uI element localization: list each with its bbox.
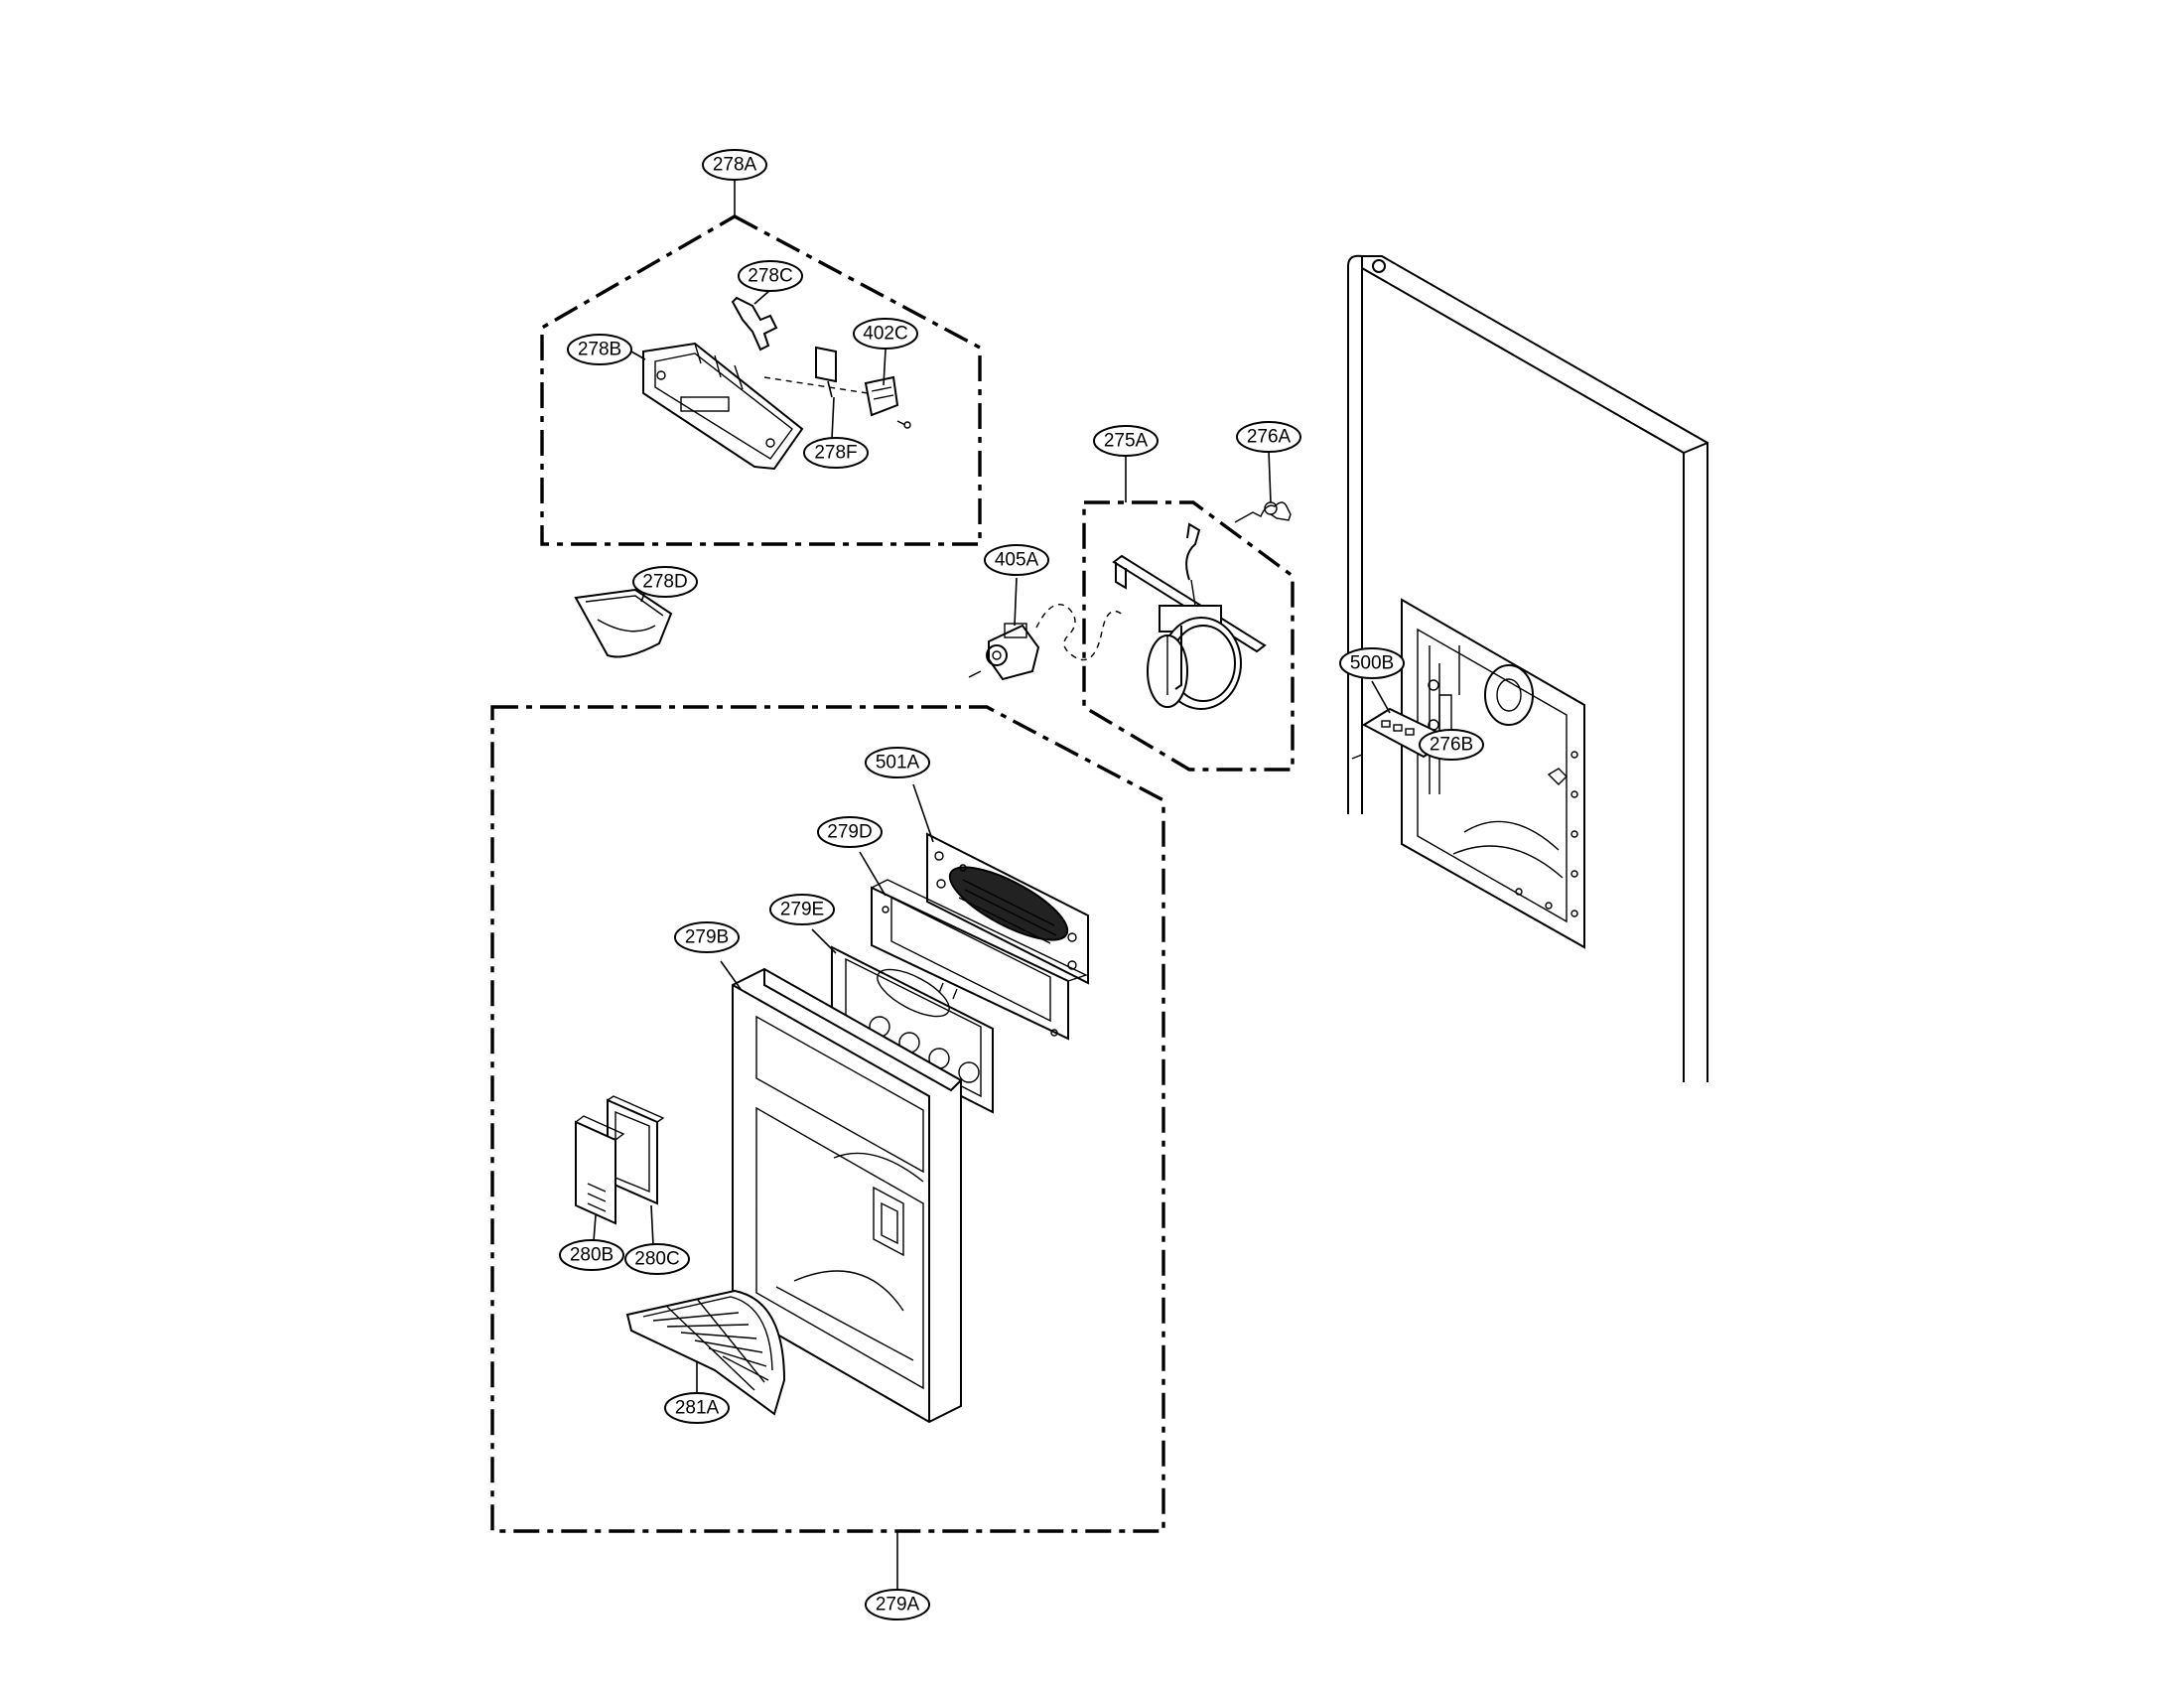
refrigerator-door: [1347, 254, 1708, 1082]
callout-281A: 281A: [664, 1392, 730, 1424]
callout-276B-text: 276B: [1430, 735, 1473, 756]
part-276A-spring: [1234, 501, 1292, 523]
callout-280C-text: 280C: [634, 1249, 679, 1270]
callout-405A-text: 405A: [995, 550, 1039, 571]
callout-278B: 278B: [567, 334, 632, 365]
callout-500B: 500B: [1339, 647, 1405, 679]
callout-279E-text: 279E: [780, 900, 824, 920]
part-279E-gasket: [831, 945, 994, 1114]
callout-276A-text: 276A: [1247, 427, 1292, 448]
part-278D-chute: [574, 588, 673, 658]
callout-281A-text: 281A: [675, 1398, 720, 1419]
part-278F-plate: [815, 346, 837, 383]
callout-279B: 279B: [674, 921, 740, 953]
callout-279B-text: 279B: [685, 927, 729, 948]
group-279A-boundary: [490, 705, 1165, 1533]
alignment-dashed-line: [763, 376, 869, 394]
part-279D-frame: [871, 879, 1088, 1041]
callout-501A-text: 501A: [876, 753, 920, 774]
callout-279A-text: 279A: [876, 1595, 920, 1616]
callout-279D: 279D: [817, 816, 883, 848]
leader-lines: [593, 179, 1452, 1589]
part-280B-paddle: [575, 1115, 625, 1225]
callout-278A-text: 278A: [713, 155, 757, 176]
callout-280B: 280B: [559, 1239, 624, 1271]
callout-280B-text: 280B: [570, 1245, 614, 1266]
callout-275A: 275A: [1093, 425, 1159, 457]
part-278C-lever: [731, 296, 778, 352]
callout-280C: 280C: [624, 1243, 690, 1275]
callout-278F-text: 278F: [814, 443, 857, 464]
part-405A-solenoid: [968, 604, 1125, 681]
callout-278D-text: 278D: [642, 572, 687, 593]
callout-276B: 276B: [1419, 729, 1484, 761]
callout-278C: 278C: [738, 260, 803, 292]
callout-278D: 278D: [632, 566, 698, 598]
callout-278B-text: 278B: [578, 340, 621, 360]
group-275A-boundary: [1082, 500, 1295, 772]
callout-278F: 278F: [803, 437, 869, 469]
callout-279E: 279E: [769, 894, 835, 925]
part-501A-panel: [926, 832, 1089, 985]
part-402C-switch: [864, 375, 911, 429]
dispenser-recess: [1401, 598, 1585, 949]
callout-276A: 276A: [1236, 421, 1301, 453]
part-278B-housing: [642, 342, 804, 471]
part-275A-motor-assembly: [1112, 522, 1267, 710]
callout-279A: 279A: [865, 1589, 930, 1620]
callout-278C-text: 278C: [748, 266, 792, 287]
part-281A-drip-tray: [625, 1289, 786, 1416]
callout-500B-text: 500B: [1350, 653, 1394, 674]
callout-405A: 405A: [984, 544, 1049, 576]
callout-402C-text: 402C: [863, 324, 907, 345]
callout-402C: 402C: [853, 318, 918, 350]
callout-275A-text: 275A: [1104, 431, 1149, 452]
callout-278A: 278A: [702, 149, 767, 181]
callout-501A: 501A: [865, 747, 930, 778]
callout-279D-text: 279D: [827, 822, 872, 843]
group-278A-boundary: [540, 214, 982, 546]
